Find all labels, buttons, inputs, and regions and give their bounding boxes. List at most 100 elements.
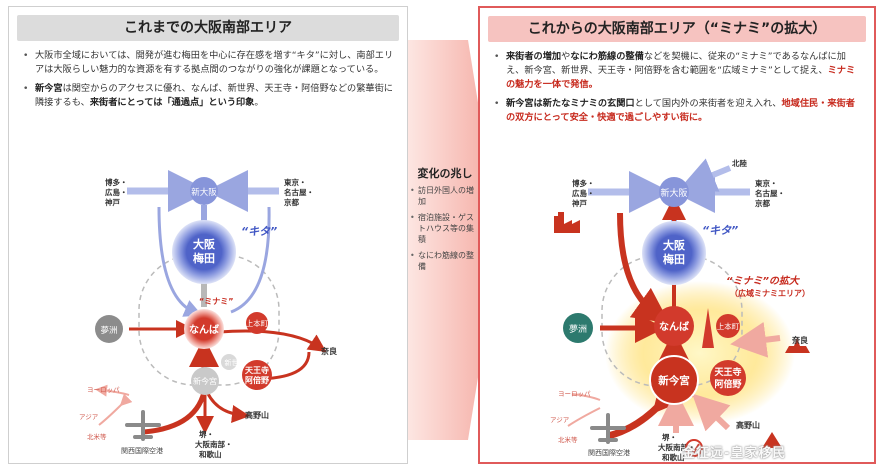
left-bullets: 大阪市全域においては、開発が進む梅田を中心に存在感を増す“キタ”に対し、南部エリ… <box>23 49 395 115</box>
right-bullet-1: 来街者の増加やなにわ筋線の整備などを契機に、従来の“ミナミ”であるなんばに加え、… <box>494 50 862 92</box>
minami-big-sub: （広域ミナミエリア） <box>730 288 810 298</box>
change-item: 宿泊施設・ゲストハウス等の集積 <box>410 212 480 245</box>
right-b1-t2: などを契機に、従来の“ミナミ”であるなんばに加え、新今宮、新世界、天王寺・阿倍野… <box>506 51 846 76</box>
right-bullet-2: 新今宮は新たなミナミの玄関口として国内外の来街者を迎え入れ、地域住民・来街者の双… <box>494 97 862 125</box>
koyasan-label: 高野山 <box>245 410 269 420</box>
left-title: これまでの大阪南部エリア <box>17 15 399 41</box>
uehonmachi-label: 上本町 <box>717 321 740 331</box>
hakata-label-2: 広島・ <box>572 188 595 198</box>
left-map: 新大阪 大阪 梅田 “キタ” “ミナミ” なんば 上本町 新世界 新今宮 天王寺… <box>79 170 337 459</box>
umeda-namba-curve-2 <box>230 206 271 314</box>
left-bullet-2-text2: 。 <box>254 97 264 108</box>
uehonmachi-label: 上本町 <box>246 318 269 328</box>
shin-osaka-node <box>190 177 218 205</box>
hakata-label-2: 広島・ <box>105 187 128 197</box>
temple-icon <box>785 338 810 353</box>
yumeshima-label: 夢洲 <box>569 323 587 335</box>
right-b2-bold1: 新今宮は新たなミナミの玄関口 <box>506 98 635 109</box>
europe-arrow <box>95 384 130 397</box>
tower-icon <box>702 308 714 348</box>
umeda-label-2: 梅田 <box>663 252 685 266</box>
left-bullet-1: 大阪市全域においては、開発が進む梅田を中心に存在感を増す“キタ”に対し、南部エリ… <box>23 49 395 77</box>
watermark: 金征远-皇家移民 <box>682 446 787 461</box>
shin-osaka-node <box>659 177 689 207</box>
kita-label: “キタ” <box>241 225 277 238</box>
airplane-icon <box>125 410 161 441</box>
change-item: 訪日外国人の増加 <box>410 185 480 207</box>
yumeshima-node <box>563 313 593 343</box>
right-b2-t1: として国内外の来街者を迎え入れ、 <box>634 98 782 109</box>
namba-label: なんば <box>189 323 219 336</box>
right-b1-t1: や <box>561 51 571 62</box>
koyasan-arrow <box>691 393 731 432</box>
kix-label: 関西国際空港 <box>121 446 163 455</box>
tokyo-label-1: 東京・ <box>755 178 778 188</box>
nara-label: 奈良 <box>320 346 337 356</box>
nara-label: 奈良 <box>791 335 808 345</box>
tokyo-label-1: 東京・ <box>284 177 307 187</box>
europe-label: ヨーロッパ <box>87 386 120 394</box>
left-bullet-2: 新今宮は関空からのアクセスに優れ、なんば、新世界、天王寺・阿倍野などの繁華街に隣… <box>23 82 395 110</box>
sakai-label-2: 大阪南部・ <box>195 439 233 449</box>
mountain-icon <box>762 432 782 448</box>
umeda-label-1: 大阪 <box>663 238 686 252</box>
shin-osaka-label: 新大阪 <box>660 187 687 199</box>
right-title: これからの大阪南部エリア（“ミナミ”の拡大） <box>488 16 866 42</box>
hokuriku-label: 北陸 <box>732 158 747 168</box>
shinsekai-label: 新世界 <box>225 358 246 367</box>
sakai-label-1: 堺・ <box>199 429 214 439</box>
tennoji-node <box>710 360 746 396</box>
left-bullet-2-bold2: 来街者にとっては「通過点」という印象 <box>89 97 255 108</box>
asia-label: アジア <box>79 413 99 421</box>
tennoji-label-2: 阿倍野 <box>714 378 741 390</box>
minami-big-label: “ミナミ”の拡大 <box>726 275 801 287</box>
namerica-label: 北米等 <box>558 435 578 444</box>
right-b1-bold2: なにわ筋線の整備 <box>570 51 644 62</box>
right-b1-bold1: 来街者の増加 <box>506 51 562 62</box>
change-item: なにわ筋線の整備 <box>410 250 480 272</box>
tokyo-label-2: 名古屋・ <box>755 188 785 198</box>
asia-label: アジア <box>550 416 570 424</box>
tokyo-label-3: 京都 <box>284 197 299 207</box>
kobe-namba-arrow <box>617 212 670 324</box>
europe-label: ヨーロッパ <box>558 390 591 398</box>
tennoji-label-1: 天王寺 <box>245 365 269 375</box>
hakata-label-1: 博多・ <box>105 177 128 187</box>
yumeshima-node <box>95 315 123 343</box>
airplane-icon <box>590 413 626 444</box>
namerica-label: 北米等 <box>87 432 107 441</box>
right-bullets: 来街者の増加やなにわ筋線の整備などを契機に、従来の“ミナミ”であるなんばに加え、… <box>494 50 862 130</box>
umeda-label-2: 梅田 <box>193 251 215 265</box>
left-bullet-1-text: 大阪市全域においては、開発が進む梅田を中心に存在感を増す“キタ”に対し、南部エリ… <box>35 50 394 75</box>
umeda-node <box>172 220 236 284</box>
shinimamiya-label: 新今宮 <box>193 376 217 386</box>
umeda-node <box>642 221 706 285</box>
left-bullet-2-text1: は関空からのアクセスに優れ、なんば、新世界、天王寺・阿倍野などの繁華街に隣接する… <box>35 83 393 108</box>
koyasan-label: 高野山 <box>736 420 760 430</box>
tennoji-label-2: 阿倍野 <box>245 375 269 385</box>
namba-node <box>184 309 224 349</box>
right-panel: これからの大阪南部エリア（“ミナミ”の拡大） 来街者の増加やなにわ筋線の整備など… <box>478 6 876 464</box>
sakai-label-2: 大阪南部・ <box>658 442 696 452</box>
tokyo-label-2: 名古屋・ <box>284 187 314 197</box>
change-signs: 変化の兆し 訪日外国人の増加 宿泊施設・ゲストハウス等の集積 なにわ筋線の整備 <box>410 168 480 277</box>
change-title: 変化の兆し <box>417 167 473 180</box>
europe-arrow <box>571 393 601 401</box>
kita-label: “キタ” <box>702 224 738 237</box>
namba-node <box>654 306 694 346</box>
minami-label: “ミナミ” <box>199 297 234 306</box>
right-b2-red: 地域住民・来街者の双方にとって安全・快適で過ごしやすい街に。 <box>506 98 855 123</box>
shinsekai-node <box>221 354 237 370</box>
tennoji-node <box>242 360 272 390</box>
namba-label: なんば <box>659 320 689 333</box>
sakai-label-3: 和歌山 <box>199 449 222 459</box>
left-panel: これまでの大阪南部エリア 大阪市全域においては、開発が進む梅田を中心に存在感を増… <box>8 6 408 464</box>
umeda-label-1: 大阪 <box>193 237 216 251</box>
factory-icon <box>554 212 580 233</box>
right-map: 新大阪 大阪 梅田 “キタ” “ミナミ”の拡大 （広域ミナミエリア） なんば 上… <box>550 158 810 462</box>
nara-arrow <box>730 321 781 358</box>
watermark-logo-icon <box>685 439 703 457</box>
umeda-namba-curve <box>157 206 203 317</box>
yumeshima-label: 夢洲 <box>100 325 117 336</box>
shin-osaka-label: 新大阪 <box>191 187 217 198</box>
